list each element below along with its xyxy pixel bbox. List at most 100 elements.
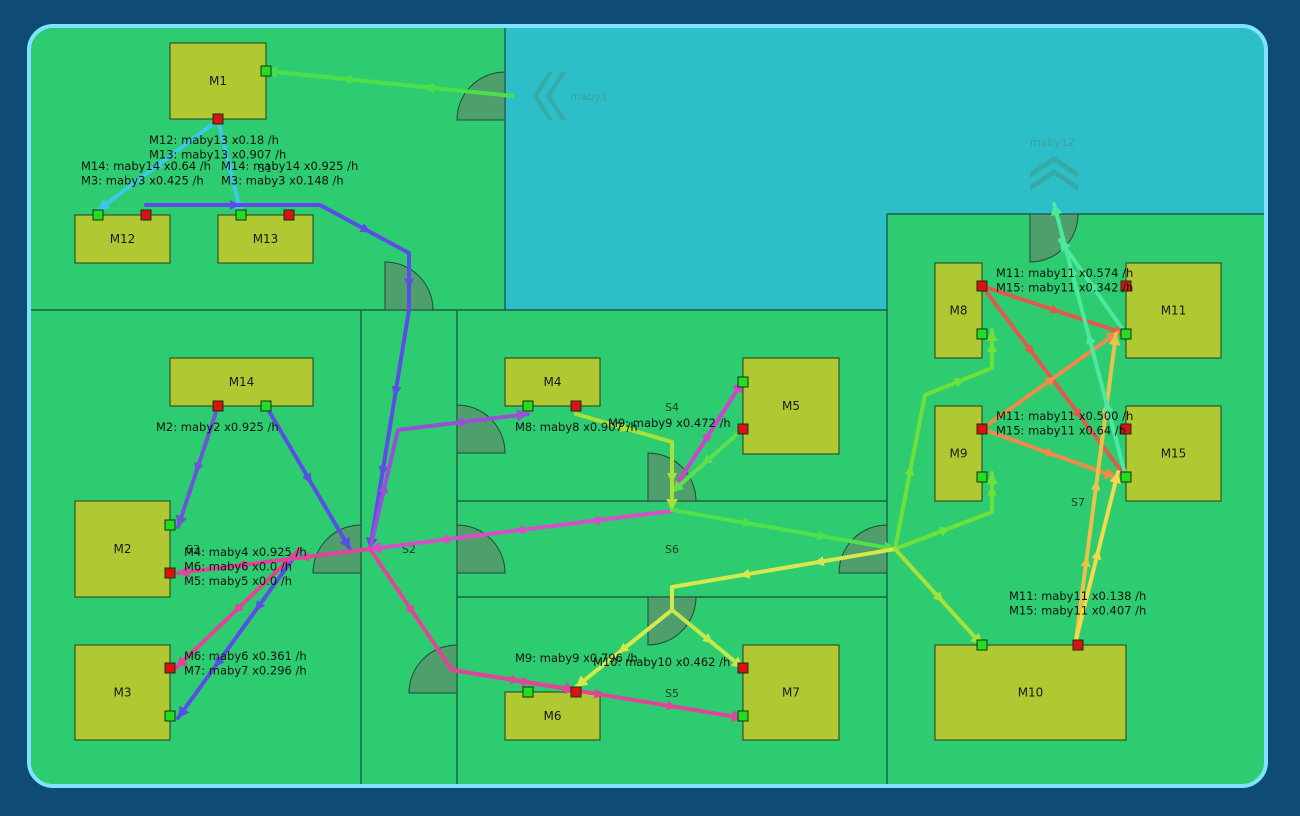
flow-arrow-icon	[1090, 480, 1101, 491]
flow-arrow-icon	[739, 568, 751, 579]
flow-arrow-icon	[1044, 447, 1056, 457]
flow-arrow-icon	[702, 454, 714, 466]
input-port[interactable]	[737, 376, 749, 388]
machine-m13[interactable]: M13	[217, 214, 314, 264]
machine-m11[interactable]: M11	[1125, 262, 1222, 359]
machine-m10[interactable]: M10	[934, 644, 1127, 741]
output-port[interactable]	[164, 567, 176, 579]
input-port[interactable]	[976, 471, 988, 483]
flow-label-text: M11: maby11 x0.138 /h	[1009, 589, 1146, 603]
flow-arrow-icon	[223, 162, 234, 174]
output-port[interactable]	[737, 423, 749, 435]
flow-arrowhead-icon	[516, 409, 528, 422]
input-port[interactable]	[92, 209, 104, 221]
zone-label-s6: S6	[665, 543, 679, 556]
flow-arrow-icon	[932, 591, 944, 603]
machine-box	[74, 214, 171, 264]
flow-arrowhead-icon	[98, 198, 111, 210]
flow-arrowhead-icon	[339, 536, 350, 549]
machine-m3[interactable]: M3	[74, 644, 171, 741]
flow-label-text: M3: maby3 x0.148 /h	[221, 174, 344, 188]
source-arrow-left-icon	[533, 72, 566, 120]
machine-m9[interactable]: M9	[934, 405, 983, 502]
flow-arrow-icon	[1080, 556, 1091, 568]
flow-arrow-icon	[230, 200, 240, 210]
output-port[interactable]	[737, 662, 749, 674]
output-port[interactable]	[212, 400, 224, 412]
flow-arrow-icon	[405, 604, 415, 616]
source-maby1: maby1	[533, 72, 608, 120]
machine-m4[interactable]: M4	[504, 357, 601, 407]
flow-arrow-icon	[593, 688, 605, 699]
input-port[interactable]	[522, 686, 534, 698]
flow-arrowhead-icon	[1060, 240, 1072, 253]
input-port[interactable]	[522, 400, 534, 412]
flow-arrow-icon	[1067, 265, 1078, 277]
output-port[interactable]	[283, 209, 295, 221]
output-port[interactable]	[140, 209, 152, 221]
input-port[interactable]	[164, 519, 176, 531]
machine-m12[interactable]: M12	[74, 214, 171, 264]
input-port[interactable]	[976, 639, 988, 651]
flow-label-text: M14: maby14 x0.925 /h	[221, 159, 358, 173]
zone-label-s3: S3	[186, 543, 200, 556]
machine-m2[interactable]: M2	[74, 500, 171, 598]
machine-box	[217, 214, 314, 264]
flow-arrow-icon	[514, 524, 525, 535]
flow-arrow-icon	[255, 599, 266, 612]
output-port[interactable]	[164, 662, 176, 674]
flow-label-text: M3: maby3 x0.425 /h	[81, 174, 204, 188]
output-port[interactable]	[1072, 639, 1084, 651]
machine-label: M8	[950, 304, 968, 318]
output-port[interactable]	[1120, 423, 1132, 435]
input-port[interactable]	[260, 400, 272, 412]
flow-arrow-icon	[510, 674, 521, 685]
flow-arrowhead-icon	[1108, 334, 1121, 346]
flow-arrow-icon	[194, 462, 204, 474]
output-port[interactable]	[570, 400, 582, 412]
flow-path	[1058, 238, 1128, 336]
flow-line	[368, 412, 530, 551]
input-port[interactable]	[164, 710, 176, 722]
zone-label-s4: S4	[665, 401, 679, 414]
machine-m15[interactable]: M15	[1125, 405, 1222, 502]
output-port[interactable]	[570, 686, 582, 698]
input-port[interactable]	[1120, 471, 1132, 483]
flow-arrow-icon	[152, 159, 164, 170]
input-port[interactable]	[737, 710, 749, 722]
input-port[interactable]	[235, 209, 247, 221]
input-port[interactable]	[976, 328, 988, 340]
flow-label-text: M13: maby13 x0.907 /h	[149, 148, 286, 162]
flow-arrowhead-icon	[576, 675, 589, 687]
machine-m5[interactable]: M5	[742, 357, 840, 455]
flow-arrow-icon	[1049, 304, 1061, 314]
frame-border	[27, 24, 1268, 788]
flow-line	[176, 547, 372, 575]
flow-path	[450, 668, 578, 695]
flow-arrowhead-icon	[370, 541, 382, 554]
output-port[interactable]	[976, 280, 988, 292]
output-port[interactable]	[212, 113, 224, 125]
machine-box	[74, 644, 171, 741]
flow-arrow-icon	[423, 82, 435, 93]
machine-m8[interactable]: M8	[934, 262, 983, 359]
output-port[interactable]	[976, 423, 988, 435]
machine-label: M14	[229, 375, 255, 389]
machine-m6[interactable]: M6	[504, 691, 601, 741]
flow-path	[893, 328, 998, 551]
flow-line	[176, 547, 302, 720]
machine-m14[interactable]: M14	[169, 357, 314, 407]
zone-label-s5: S5	[665, 687, 679, 700]
machine-m1[interactable]: M1	[169, 42, 267, 120]
ports	[92, 65, 1132, 722]
flow-arrowhead-icon	[1051, 204, 1063, 217]
machine-box	[934, 262, 983, 359]
flow-arrow-icon	[987, 342, 997, 352]
flow-arrowhead-icon	[1109, 472, 1122, 485]
input-port[interactable]	[260, 65, 272, 77]
input-port[interactable]	[1120, 328, 1132, 340]
output-port[interactable]	[1120, 280, 1132, 292]
machine-m7[interactable]: M7	[742, 644, 840, 741]
